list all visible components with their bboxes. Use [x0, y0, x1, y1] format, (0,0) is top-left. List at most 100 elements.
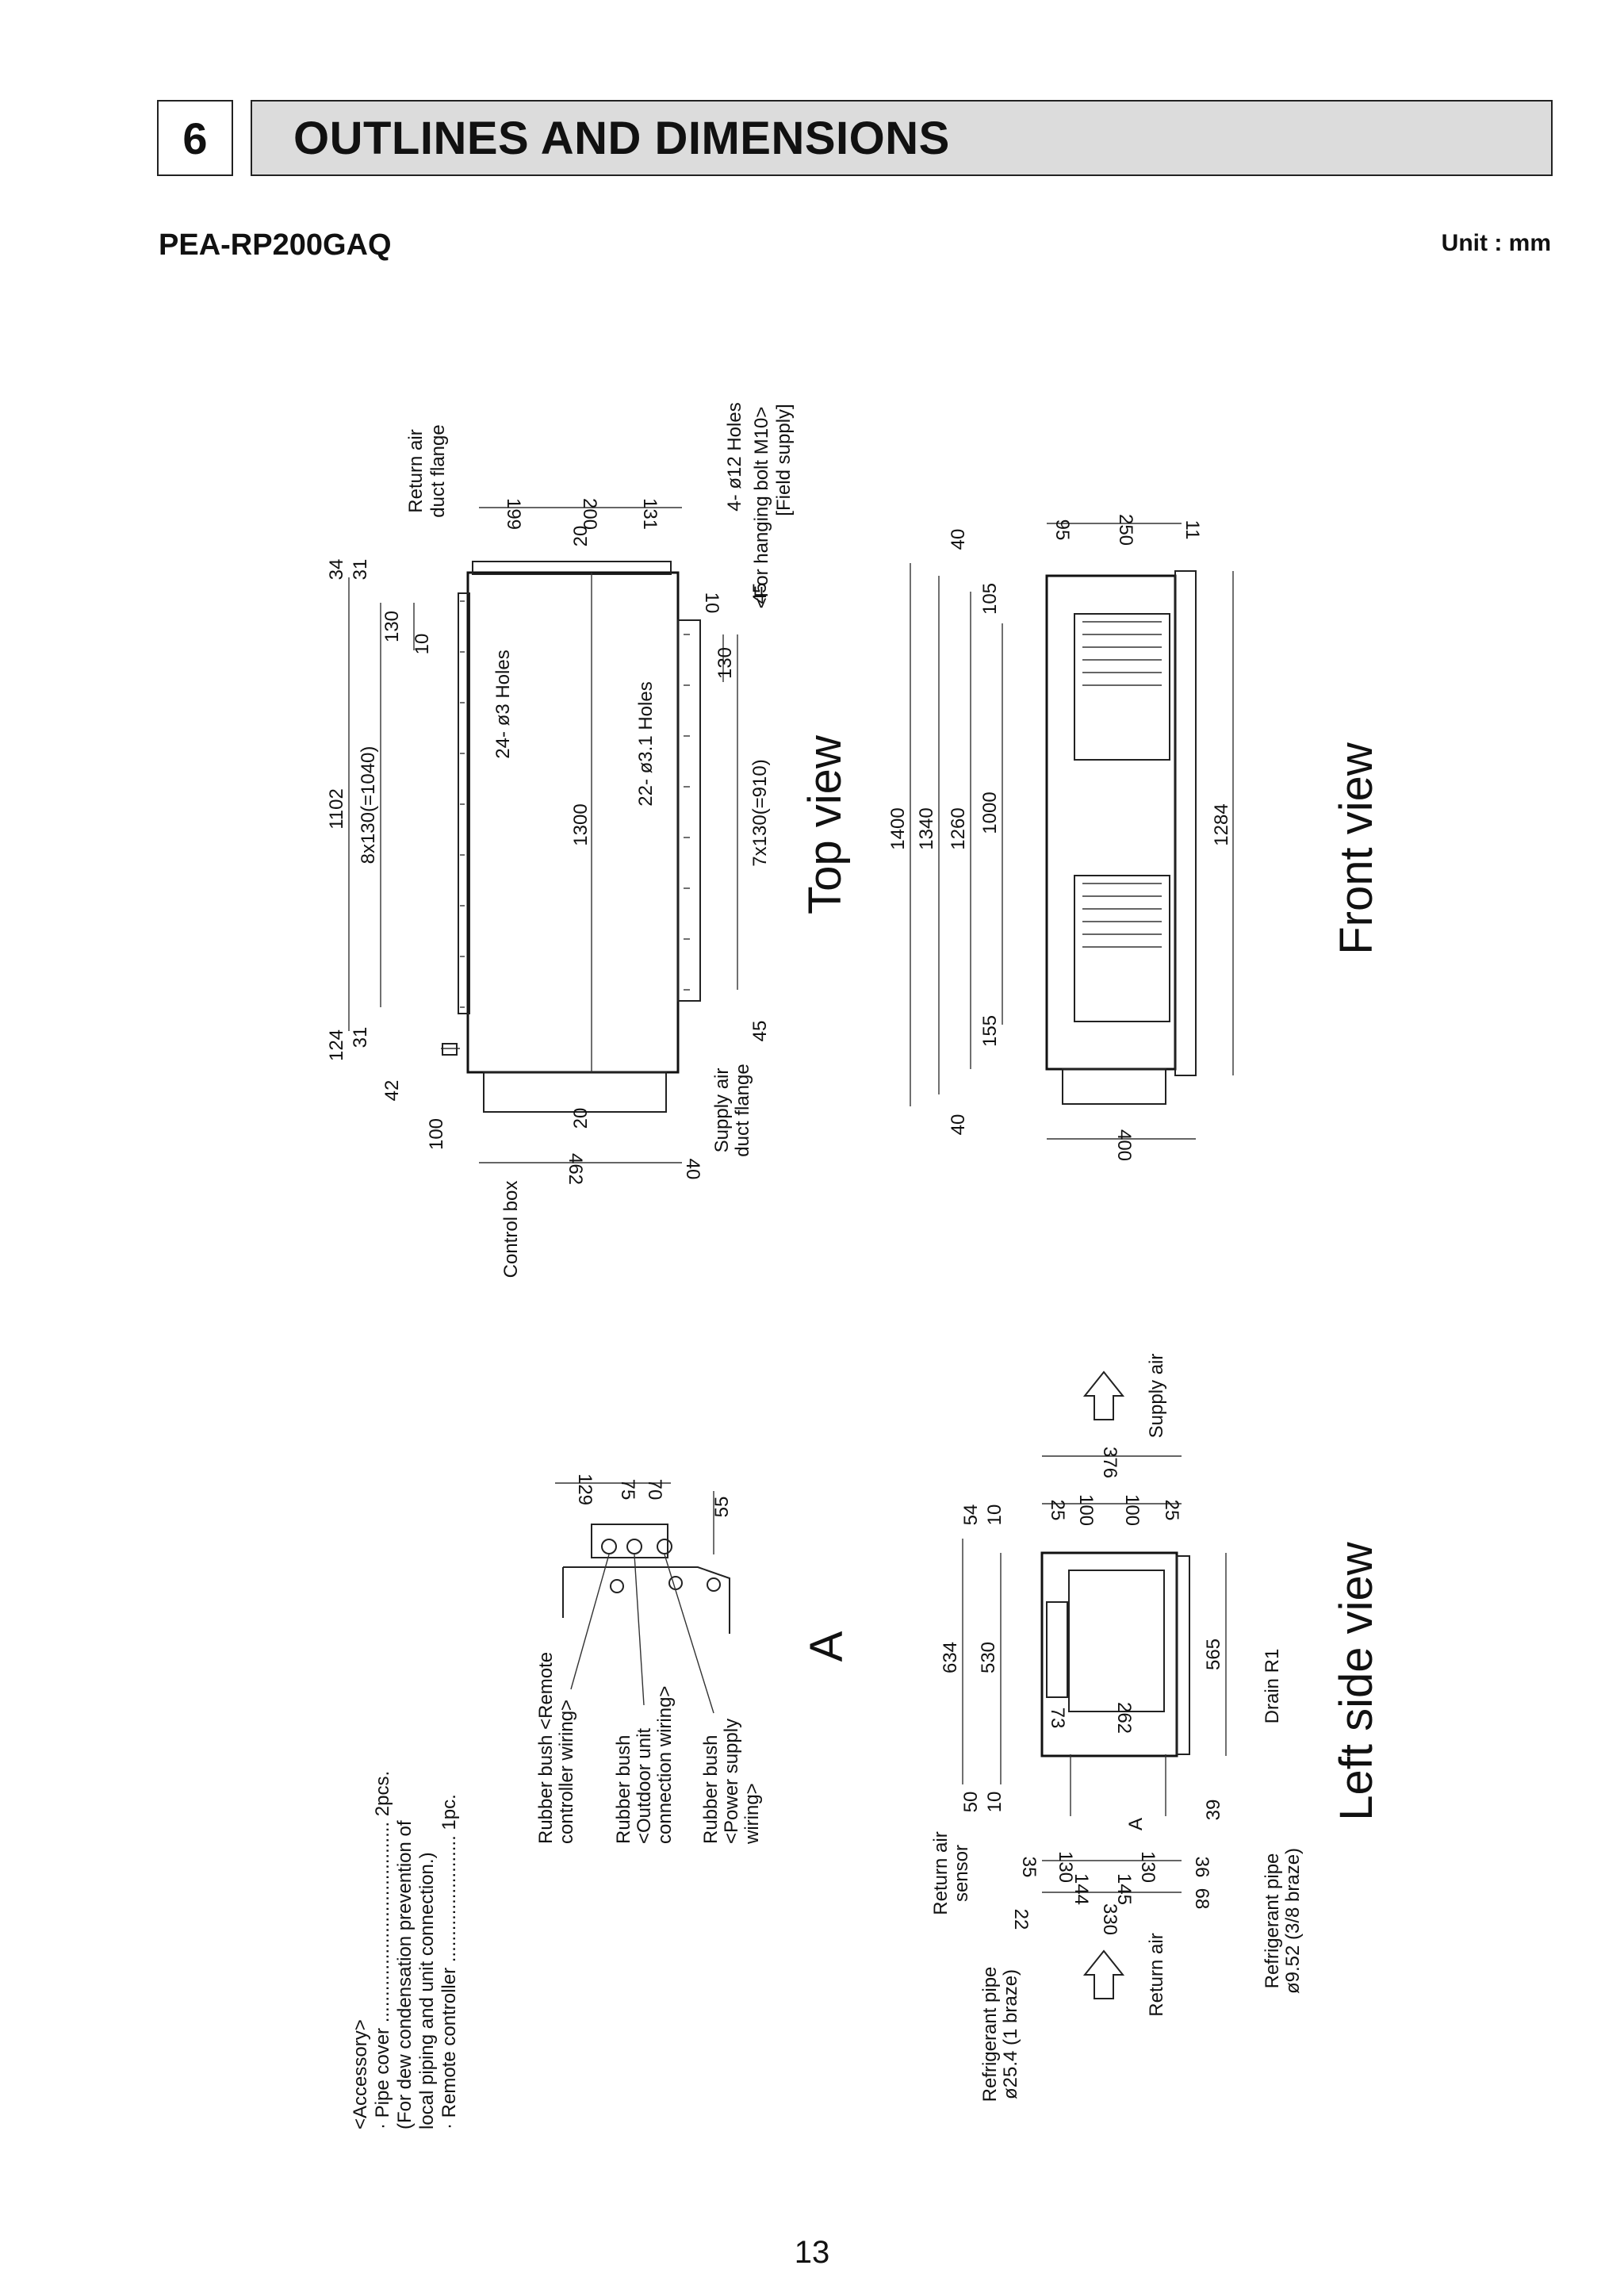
lv-dim-54: 54 [960, 1504, 982, 1526]
left-side-view-labels: 634 530 54 10 50 10 376 25 100 100 25 56… [930, 1354, 1382, 2102]
lv-dim-100b: 100 [1121, 1494, 1143, 1526]
lv-ref-pipe-gas-2: ø25.4 (1 braze) [1000, 1969, 1021, 2099]
fv-dim-1400: 1400 [887, 807, 909, 849]
accessory-title: <Accessory> [350, 2019, 371, 2129]
detail-a [555, 1482, 730, 1714]
tv-control-box: Control box [500, 1181, 522, 1278]
lv-dim-10a: 10 [984, 1504, 1005, 1526]
tv-dim-20a: 20 [570, 526, 592, 547]
da-bush2-l2: <Outdoor unit [634, 1728, 655, 1844]
tv-dim-100: 100 [426, 1118, 447, 1150]
lv-dim-130b: 130 [1137, 1851, 1159, 1883]
tv-dim-8x130: 8x130(=1040) [358, 746, 379, 864]
lv-dim-130a: 130 [1055, 1851, 1076, 1883]
front-view-title: Front view [1331, 742, 1382, 955]
tv-dim-199: 199 [503, 498, 524, 530]
tv-dim-42: 42 [381, 1080, 403, 1102]
da-dim-129: 129 [574, 1474, 596, 1505]
tv-dim-200: 200 [579, 498, 600, 530]
section-number: 6 [157, 100, 233, 176]
return-air-arrow-icon [1082, 1949, 1125, 1999]
tv-dim-45b: 45 [749, 1021, 771, 1042]
lv-dim-50: 50 [960, 1792, 982, 1813]
tv-dim-34: 34 [326, 559, 347, 581]
da-dim-70: 70 [644, 1479, 665, 1501]
lv-ref-pipe-liq-1: Refrigerant pipe [1262, 1853, 1283, 1989]
da-bush3-l1: Rubber bush [700, 1735, 722, 1844]
fv-dim-155: 155 [979, 1015, 1001, 1047]
lv-dim-10b: 10 [984, 1792, 1005, 1813]
tv-return-flange-2: duct flange [427, 424, 449, 517]
tv-dim-45a: 45 [749, 583, 771, 604]
accessory-line-1: · Pipe cover ...........................… [372, 1771, 393, 2129]
da-dim-75: 75 [617, 1479, 638, 1501]
fv-dim-40b: 40 [948, 1114, 969, 1136]
lv-drain: Drain R1 [1262, 1649, 1283, 1724]
tv-dim-10b: 10 [701, 592, 722, 614]
lv-dim-22: 22 [1010, 1909, 1032, 1930]
tv-hanging-bolt: <For hanging bolt M10> [751, 407, 772, 609]
lv-dim-376: 376 [1099, 1447, 1120, 1478]
lv-return-air: Return air [1146, 1933, 1167, 2016]
lv-dim-634: 634 [940, 1642, 961, 1673]
da-bush3-l2: <Power supply [721, 1719, 742, 1844]
tv-holes-24: 24- ø3 Holes [492, 650, 514, 758]
front-view [910, 523, 1234, 1140]
lv-dim-530: 530 [978, 1642, 999, 1673]
tv-dim-7x130: 7x130(=910) [749, 759, 771, 866]
tv-dim-1300: 1300 [570, 803, 592, 845]
fv-dim-400: 400 [1113, 1129, 1135, 1161]
left-side-view [962, 1370, 1227, 1999]
da-bush3-l3: wiring> [741, 1783, 763, 1845]
tv-dim-40: 40 [682, 1159, 703, 1180]
da-bush2-l1: Rubber bush [613, 1735, 634, 1844]
accessory-line-2: (For dew condensation prevention of [394, 1820, 416, 2129]
fv-dim-1340: 1340 [916, 807, 937, 849]
page-number: 13 [794, 2235, 830, 2270]
lv-supply-air: Supply air [1146, 1354, 1167, 1439]
lv-dim-39: 39 [1203, 1800, 1224, 1821]
tv-dim-31a: 31 [350, 559, 371, 581]
section-title-bar: OUTLINES AND DIMENSIONS [251, 100, 1553, 176]
lv-dim-68: 68 [1191, 1888, 1212, 1910]
da-dim-55: 55 [711, 1497, 733, 1518]
detail-a-labels: 129 75 70 55 Rubber bush <Remote control… [535, 1474, 852, 1845]
lv-dim-144: 144 [1071, 1873, 1092, 1905]
accessory-line-4: · Remote controller ....................… [439, 1794, 460, 2129]
unit-label: Unit : mm [1441, 230, 1551, 256]
fv-dim-1000: 1000 [979, 792, 1001, 834]
tv-dim-10a: 10 [412, 634, 433, 655]
fv-dim-105: 105 [979, 583, 1001, 615]
lv-dim-25b: 25 [1161, 1500, 1182, 1521]
fv-dim-40a: 40 [948, 529, 969, 550]
detail-a-title: A [801, 1631, 852, 1662]
tv-dim-130a: 130 [381, 611, 403, 642]
accessory-line-3: local piping and unit connection.) [416, 1852, 438, 2129]
fv-dim-11: 11 [1182, 520, 1203, 540]
tv-dim-31b: 31 [350, 1027, 371, 1048]
da-bush1-l2: controller wiring> [556, 1700, 577, 1844]
lv-arrow-a: A [1125, 1818, 1147, 1830]
tv-holes-22: 22- ø3.1 Holes [635, 681, 657, 806]
lv-ref-pipe-gas-1: Refrigerant pipe [979, 1967, 1001, 2102]
fv-dim-1260: 1260 [948, 807, 969, 849]
fv-dim-250: 250 [1115, 514, 1136, 546]
lv-ref-pipe-liq-2: ø9.52 (3/8 braze) [1282, 1848, 1304, 1994]
fv-dim-95: 95 [1051, 519, 1073, 541]
tv-dim-124: 124 [326, 1029, 347, 1061]
tv-dim-131: 131 [639, 498, 661, 530]
supply-air-arrow-icon [1082, 1370, 1125, 1420]
tv-dim-1102: 1102 [326, 788, 347, 830]
accessory-list: <Accessory> · Pipe cover ...............… [350, 1771, 460, 2129]
da-bush1-l1: Rubber bush <Remote [535, 1652, 557, 1844]
section-title: OUTLINES AND DIMENSIONS [293, 112, 950, 164]
lv-dim-262: 262 [1113, 1702, 1135, 1734]
model-name: PEA-RP200GAQ [159, 228, 392, 262]
tv-dim-130b: 130 [714, 647, 736, 679]
tv-return-flange-1: Return air [405, 429, 427, 512]
tv-dim-462: 462 [565, 1153, 586, 1185]
da-bush2-l3: connection wiring> [654, 1686, 676, 1844]
lv-dim-330: 330 [1099, 1903, 1120, 1935]
lv-dim-565: 565 [1203, 1639, 1224, 1670]
